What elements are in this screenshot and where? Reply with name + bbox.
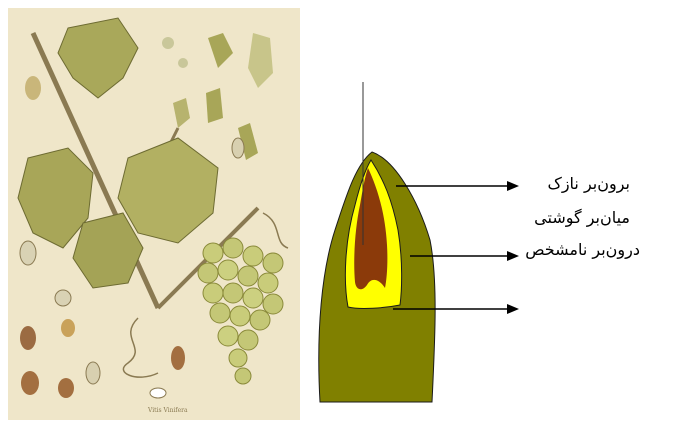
label-exocarp: برون‌بر نازک <box>530 176 630 192</box>
label-endocarp: درون‌بر نامشخص <box>530 242 640 258</box>
label-mesocarp: میان‌بر گوشتی <box>530 210 630 226</box>
arrow-exocarp <box>396 181 519 191</box>
